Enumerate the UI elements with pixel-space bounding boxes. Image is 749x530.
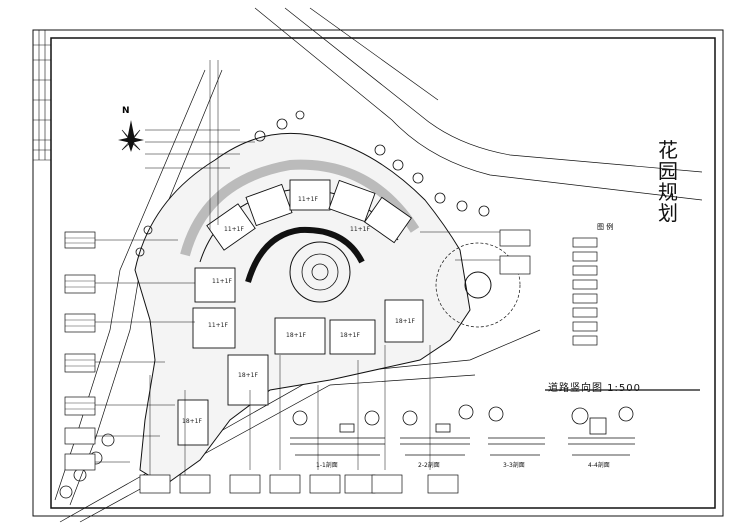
leader-lines bbox=[95, 60, 500, 480]
section-label: 1-1剖面 bbox=[316, 462, 338, 469]
building-label: 18+1F bbox=[238, 372, 258, 379]
title-char: 划 bbox=[658, 201, 678, 225]
building-label: 11+1F bbox=[212, 278, 232, 285]
title-char: 园 bbox=[658, 159, 678, 183]
label-boxes bbox=[64, 229, 531, 494]
drawing-title: 花 园 规 划 bbox=[648, 140, 688, 224]
building-label: 11+1F bbox=[208, 322, 228, 329]
legend-title: 图 例 bbox=[597, 223, 614, 231]
building-label: 11+1F bbox=[350, 226, 370, 233]
buildings bbox=[177, 179, 424, 446]
title-char: 花 bbox=[658, 138, 678, 162]
road-sections bbox=[290, 389, 700, 456]
building-label: 11+1F bbox=[298, 196, 318, 203]
outer-frame bbox=[32, 29, 724, 517]
road-section-title: 道路竖向图 1:500 bbox=[548, 383, 641, 394]
north-label: N bbox=[122, 106, 130, 116]
building-label: 18+1F bbox=[340, 332, 360, 339]
building-label: 18+1F bbox=[182, 418, 202, 425]
title-strip bbox=[33, 30, 51, 161]
north-arrow bbox=[118, 120, 144, 152]
inner-frame bbox=[50, 37, 716, 509]
title-char: 规 bbox=[658, 180, 678, 204]
section-label: 4-4剖面 bbox=[588, 462, 610, 469]
building-label: 11+1F bbox=[224, 226, 244, 233]
legend-box bbox=[572, 237, 598, 346]
section-label: 2-2剖面 bbox=[418, 462, 440, 469]
building-label: 18+1F bbox=[286, 332, 306, 339]
section-label: 3-3剖面 bbox=[503, 462, 525, 469]
building-label: 18+1F bbox=[395, 318, 415, 325]
label-box-rows bbox=[65, 237, 95, 410]
